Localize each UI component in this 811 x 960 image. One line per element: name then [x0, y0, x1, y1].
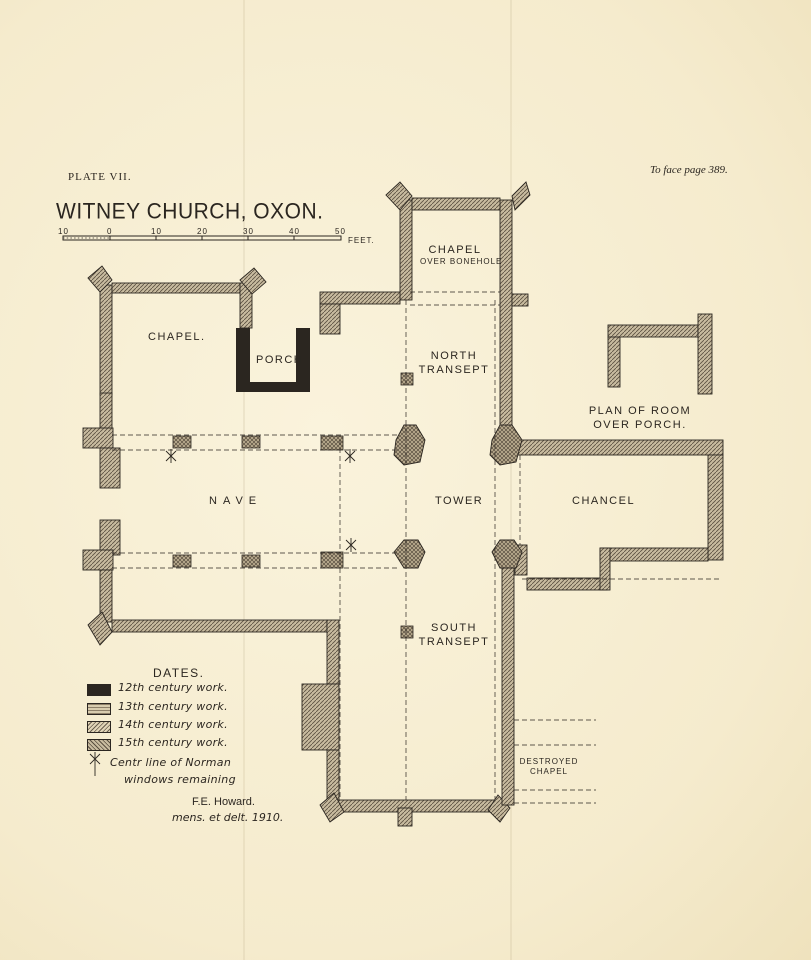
scale-tick: 40	[289, 227, 300, 236]
scale-bar	[62, 235, 342, 241]
scale-tick: 0	[107, 227, 113, 236]
credit-note: mens. et delt. 1910.	[172, 811, 284, 824]
label-south-transept: SOUTH TRANSEPT	[418, 622, 490, 648]
label-chapel-over-bonehole: CHAPEL OVER BONEHOLE	[420, 244, 503, 266]
scale-tick: 50	[335, 227, 346, 236]
legend-label-12th: 12th century work.	[118, 681, 228, 694]
label-chapel: CHAPEL.	[148, 331, 206, 343]
scale-tick: 10	[58, 227, 69, 236]
axis-lines	[112, 291, 720, 804]
norman-markers	[89, 449, 357, 776]
face-page-note: To face page 389.	[650, 164, 728, 176]
fold-line-left	[243, 0, 245, 960]
legend-label-13th: 13th century work.	[118, 700, 228, 713]
legend-norman-line-1: Centr line of Norman	[110, 756, 232, 769]
fold-line-right	[510, 0, 512, 960]
label-plan-room-over-porch: PLAN OF ROOM OVER PORCH.	[588, 405, 692, 431]
label-north-transept: NORTH TRANSEPT	[418, 350, 490, 376]
legend-label-15th: 15th century work.	[118, 736, 228, 749]
plan-title: WITNEY CHURCH, OXON.	[56, 199, 324, 224]
porch-walls	[236, 328, 310, 392]
scale-unit: FEET.	[348, 236, 375, 245]
legend-swatch-13th	[87, 703, 111, 715]
scale-tick: 20	[197, 227, 208, 236]
scale-tick: 30	[243, 227, 254, 236]
scale-tick: 10	[151, 227, 162, 236]
nave-pillars	[172, 372, 414, 639]
legend-swatch-15th	[87, 739, 111, 751]
legend-norman-line-2: windows remaining	[124, 773, 236, 786]
label-nave: NAVE	[209, 495, 263, 507]
legend-heading: DATES.	[153, 666, 205, 680]
legend-swatch-12th	[87, 684, 111, 696]
legend-label-14th: 14th century work.	[118, 718, 228, 731]
plate-label: PLATE VII.	[68, 171, 132, 183]
label-porch: PORCH	[256, 354, 304, 366]
credit-author: F.E. Howard.	[192, 796, 255, 808]
label-tower: TOWER	[435, 495, 484, 507]
room-over-porch-plan	[607, 313, 713, 395]
label-chancel: CHANCEL	[572, 495, 636, 507]
walls	[82, 181, 724, 827]
legend-swatch-14th	[87, 721, 111, 733]
label-destroyed-chapel: DESTROYED CHAPEL	[519, 757, 579, 776]
